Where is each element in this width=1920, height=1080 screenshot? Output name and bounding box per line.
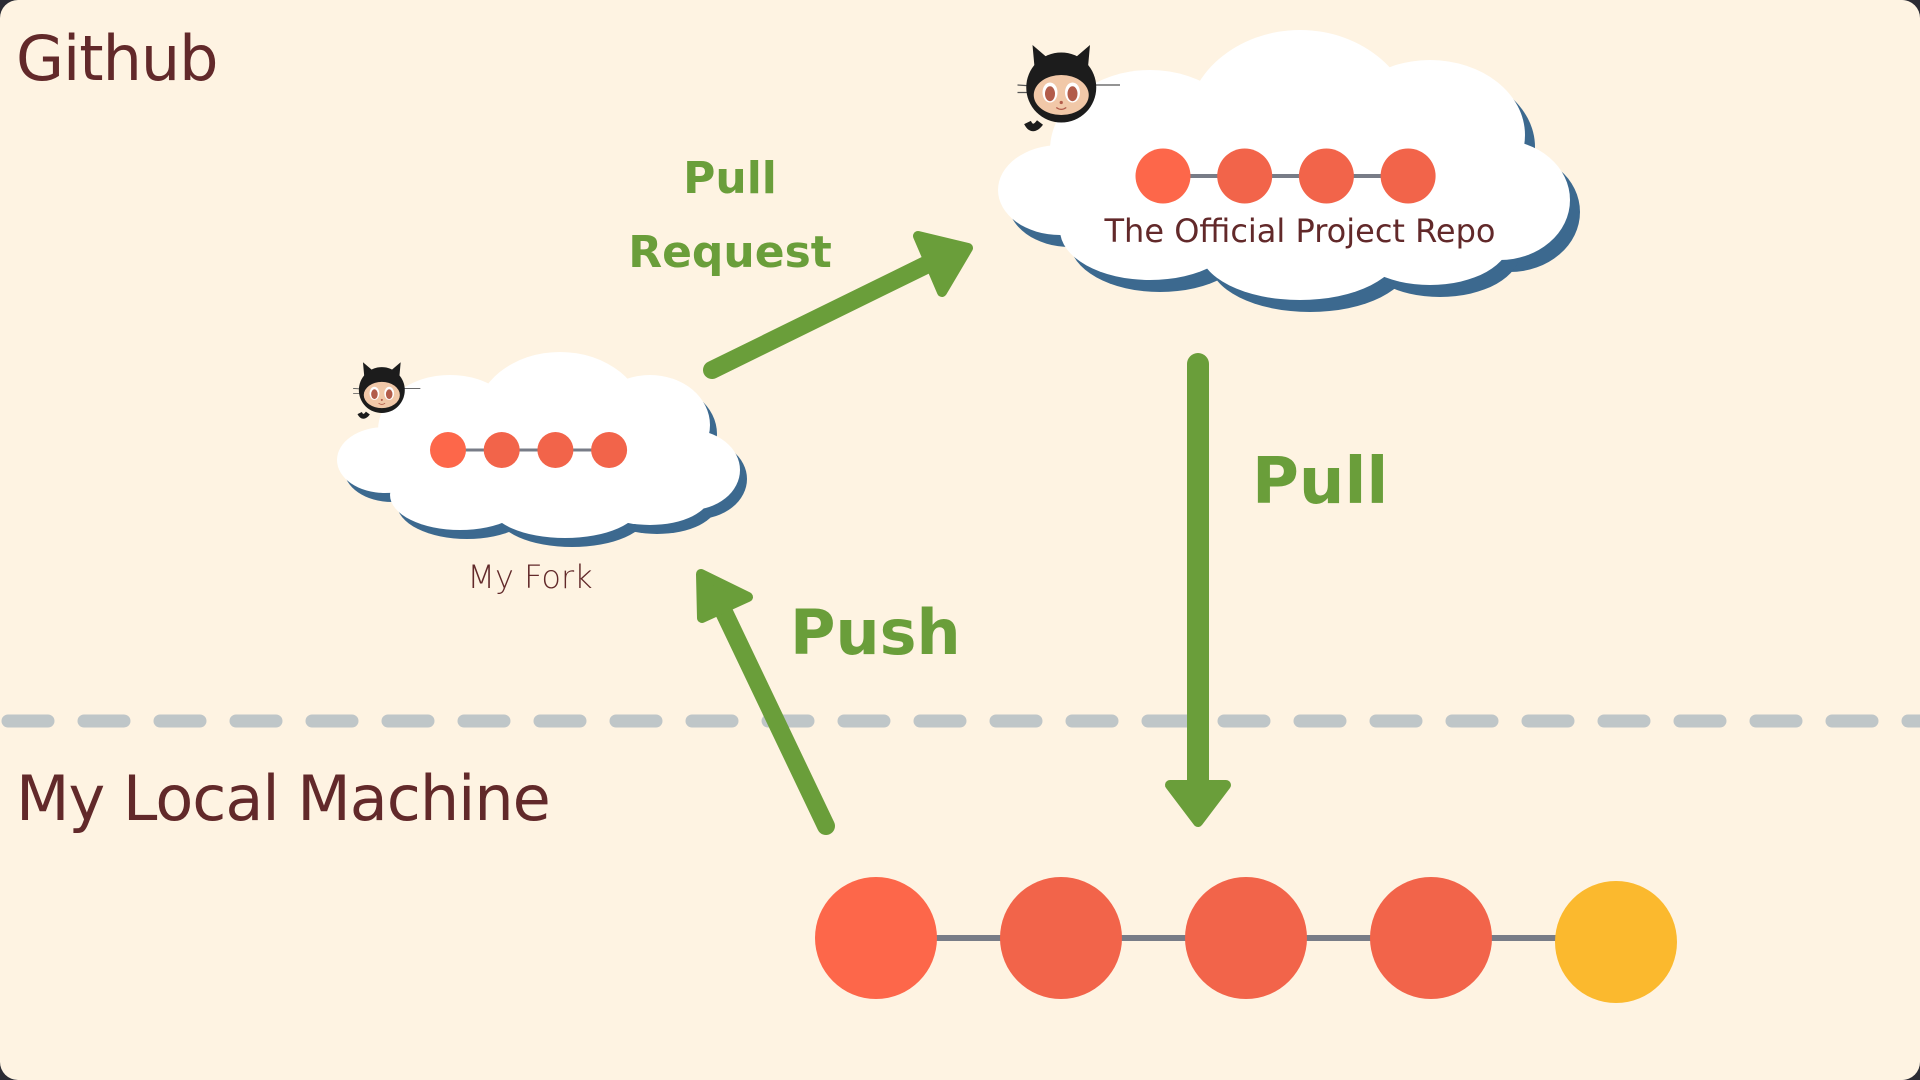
pull-request-label: Pull Request (615, 142, 845, 290)
pull-request-label-line1: Pull (683, 153, 777, 204)
github-section-title: Github (16, 22, 219, 95)
pull-arrow (1165, 353, 1231, 827)
official-repo-commits (1135, 148, 1436, 204)
fork-commits (430, 432, 628, 468)
local-commit (815, 877, 937, 999)
fork-commit (483, 432, 520, 468)
pull-request-arrow (703, 231, 973, 379)
local-commit (1370, 877, 1492, 999)
fork-commit (537, 432, 574, 468)
push-label: Push (790, 596, 961, 669)
local-commits (815, 877, 1677, 1003)
official-commit (1298, 148, 1354, 204)
octocat-icon (353, 362, 421, 419)
official-commit (1380, 148, 1436, 204)
pull-request-label-line2: Request (628, 227, 832, 278)
official-commit (1217, 148, 1273, 204)
fork-commit (591, 432, 628, 468)
local-commit (1000, 877, 1122, 999)
local-commit (1185, 877, 1307, 999)
local-machine-section-title: My Local Machine (16, 762, 551, 835)
fork-label: My Fork (467, 558, 593, 596)
pull-label: Pull (1252, 445, 1389, 519)
official-repo-label: The Official Project Repo (1104, 212, 1496, 250)
fork-commit (430, 432, 466, 468)
official-commit (1135, 148, 1191, 204)
local-new-commit (1555, 881, 1677, 1003)
push-arrow (696, 569, 835, 835)
official-repo-cloud (998, 30, 1580, 312)
octocat-icon (1017, 45, 1120, 132)
